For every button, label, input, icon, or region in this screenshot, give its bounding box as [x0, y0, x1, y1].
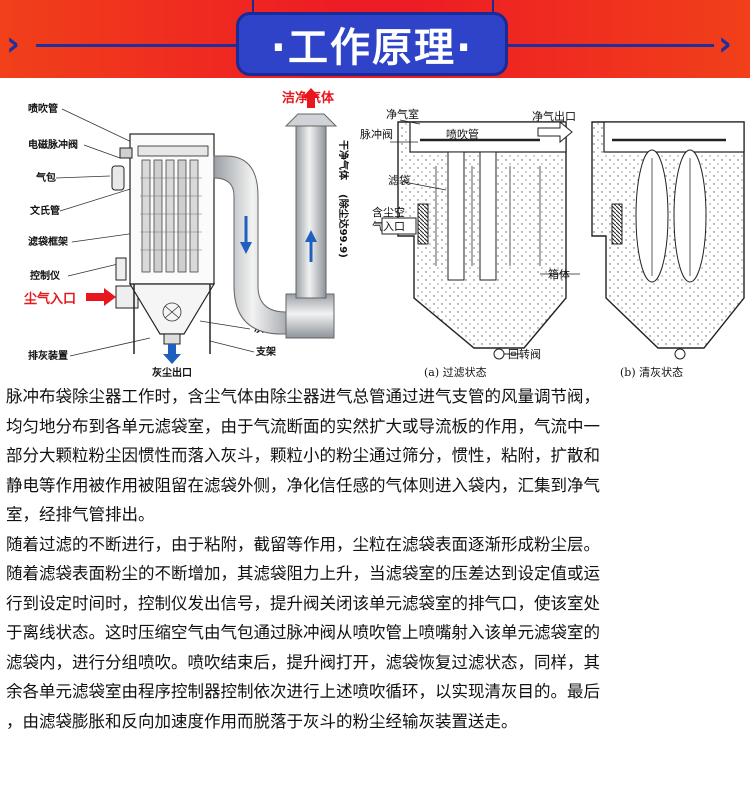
text-line: ，由滤袋膨胀和反向加速度作用而脱落于灰斗的粉尘经输灰装置送走。 — [6, 711, 518, 731]
filtering-state-diagram: 净气室 脉冲阀 喷吹管 净气出口 滤袋 含尘空 气入口 箱体 回转阀 (a) 过… — [360, 107, 580, 379]
text-line: 于离线状态。这时压缩空气由气包通过脉冲阀从喷吹管上喷嘴射入该单元滤袋室的 — [6, 623, 600, 642]
label-clean-gas: 洁净气体 — [282, 90, 335, 106]
text-line: 滤袋内，进行分组喷吹。喷吹结束后，提升阀打开，滤袋恢复过滤状态，同样，其 — [6, 652, 600, 672]
working-principle-figure: 喷吹管 电磁脉冲阀 气包 文氏管 滤袋框架 控制仪 尘气入口 排灰装置 灰尘出口… — [0, 86, 750, 382]
label-nozzle-pipe: 喷吹管 — [28, 102, 58, 115]
cleaning-state-diagram: (b) 清灰状态 — [591, 121, 745, 379]
label-dry-gas: 干净气体 — [337, 140, 350, 181]
label-clean-outlet: 净气出口 — [532, 109, 576, 123]
label-dust-inlet: 尘气入口 — [24, 291, 76, 307]
left-diagram: 喷吹管 电磁脉冲阀 气包 文氏管 滤袋框架 控制仪 尘气入口 排灰装置 灰尘出口… — [24, 88, 350, 379]
label-dusty-in-1: 含尘空 — [372, 205, 405, 219]
title-box: ·工作原理· — [236, 12, 508, 76]
label-discharge: 排灰装置 — [28, 349, 68, 362]
hanger-line — [492, 0, 494, 14]
label-air-bag: 气包 — [35, 171, 56, 184]
label-ash-outlet: 灰尘出口 — [152, 366, 192, 379]
description-text: 脉冲布袋除尘器工作时，含尘气体由除尘器进气总管通过进气支管的风量调节阀， 均匀地… — [6, 382, 748, 736]
label-pulse-valve: 电磁脉冲阀 — [28, 138, 78, 151]
text-line: 随着滤袋表面粉尘的不断增加，其滤袋阻力上升，当滤袋室的压差达到设定值或运 — [6, 564, 600, 583]
label-clean-room: 净气室 — [386, 107, 419, 121]
label-filter-bag: 滤袋 — [388, 173, 410, 187]
chevron-right-icon: › — [718, 24, 733, 64]
text-line: 部分大颗粒粉尘因惯性而落入灰斗，颗粒小的粉尘通过筛分，惯性，粘附，扩散和 — [6, 446, 600, 465]
chevron-right-icon: › — [6, 24, 21, 64]
header-line-right — [508, 44, 714, 47]
text-line: 静电等作用被作用被阻留在滤袋外侧，净化信任感的气体则进入袋内，汇集到净气 — [6, 475, 600, 495]
label-pulse-valve-r: 脉冲阀 — [360, 127, 393, 141]
paragraph-2: 随着过滤的不断进行，由于粘附，截留等作用，尘粒在滤袋表面逐渐形成粉尘层。 — [6, 530, 748, 560]
label-dusty-in-2: 气入口 — [372, 219, 405, 233]
text-line: 均匀地分布到各单元滤袋室，由于气流断面的实然扩大或导流板的作用，气流中一 — [6, 416, 600, 436]
header-banner: › › ·工作原理· — [0, 0, 750, 86]
label-bag-frame: 滤袋框架 — [28, 235, 68, 248]
label-controller: 控制仪 — [30, 269, 61, 282]
paragraph-1: 脉冲布袋除尘器工作时，含尘气体由除尘器进气总管通过进气支管的风量调节阀， 均匀地… — [6, 382, 748, 530]
text-line: 室，经排气管排出。 — [6, 505, 155, 524]
caption-cleaning-state: (b) 清灰状态 — [620, 365, 683, 379]
hanger-line — [252, 0, 254, 14]
caption-filtering-state: (a) 过滤状态 — [424, 365, 487, 379]
page-title: ·工作原理· — [270, 25, 474, 71]
text-line: 随着过滤的不断进行，由于粘附，截留等作用，尘粒在滤袋表面逐渐形成粉尘层。 — [6, 534, 600, 554]
label-nozzle-pipe-r: 喷吹管 — [446, 127, 479, 141]
label-support: 支架 — [255, 345, 276, 358]
right-diagram: 净气室 脉冲阀 喷吹管 净气出口 滤袋 含尘空 气入口 箱体 回转阀 (a) 过… — [360, 107, 745, 379]
text-line: 脉冲布袋除尘器工作时，含尘气体由除尘器进气总管通过进气支管的风量调节阀， — [6, 387, 600, 406]
paragraph-3: 随着滤袋表面粉尘的不断增加，其滤袋阻力上升，当滤袋室的压差达到设定值或运 行到设… — [6, 559, 748, 736]
label-box: 箱体 — [548, 267, 570, 281]
text-line: 余各单元滤袋室由程序控制器控制依次进行上述喷吹循环，以实现清灰目的。最后 — [6, 682, 600, 701]
label-dedust-rate: (除尘达99.9) — [337, 194, 350, 258]
text-line: 行到设定时间时，控制仪发出信号，提升阀关闭该单元滤袋室的排气口，使该室处 — [6, 593, 600, 613]
label-rotary-valve: 回转阀 — [508, 347, 541, 361]
header-line-left — [36, 44, 236, 47]
label-venturi: 文氏管 — [30, 204, 60, 217]
